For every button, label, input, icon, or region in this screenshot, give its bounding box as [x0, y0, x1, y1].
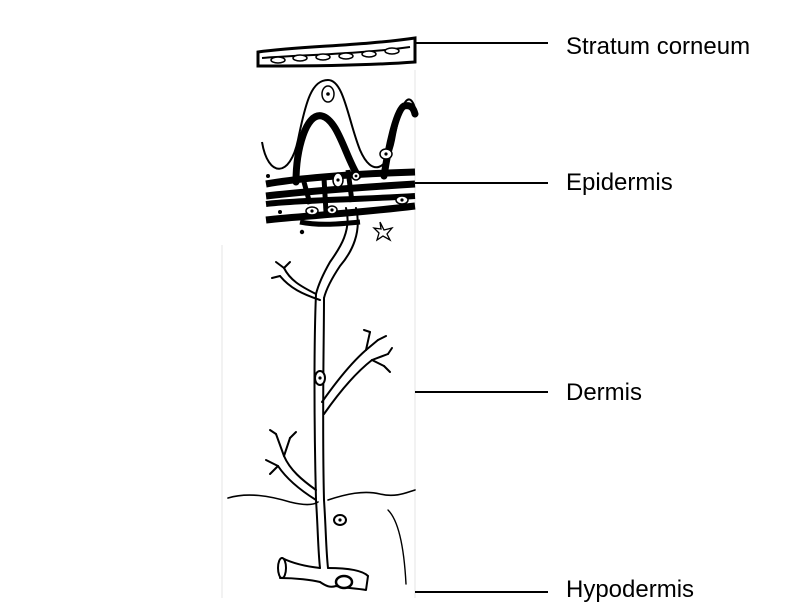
stratum-corneum-illustration — [258, 38, 415, 66]
label-dermis: Dermis — [566, 381, 642, 405]
dermal-capillary-illustration — [228, 208, 415, 590]
label-stratum-corneum: Stratum corneum — [566, 35, 750, 59]
leader-lines — [415, 43, 548, 592]
epidermis-illustration — [262, 80, 415, 240]
label-hypodermis: Hypodermis — [566, 578, 694, 602]
label-epidermis: Epidermis — [566, 171, 673, 195]
